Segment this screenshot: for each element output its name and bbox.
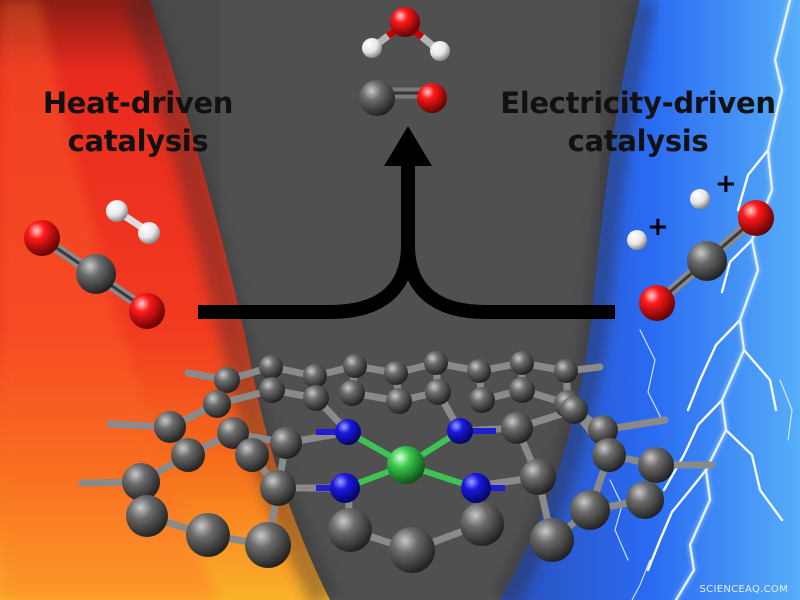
heat-label-line2: catalysis xyxy=(67,124,209,158)
proton-upper: + xyxy=(690,169,737,209)
co2-molecule-right xyxy=(639,200,774,321)
electricity-label-line2: catalysis xyxy=(567,124,709,158)
water-molecule xyxy=(362,7,450,61)
proton-lower: + xyxy=(627,212,669,250)
electricity-driven-catalysis-label: Electricity-driven catalysis xyxy=(500,84,776,160)
heat-label-line1: Heat-driven xyxy=(42,86,234,120)
electricity-label-line1: Electricity-driven xyxy=(500,86,776,120)
metal-center-atom xyxy=(387,446,425,484)
watermark: SCIENCEAQ.COM xyxy=(699,584,788,595)
charge-plus-lower: + xyxy=(647,212,669,242)
catalyst-molecule xyxy=(78,351,716,573)
merging-arrow xyxy=(198,126,615,319)
heat-driven-catalysis-label: Heat-driven catalysis xyxy=(38,84,238,160)
lightning-bolts xyxy=(609,0,793,600)
nitrogen-atoms xyxy=(330,418,491,503)
hydrogen-molecule xyxy=(106,200,160,244)
charge-plus-upper: + xyxy=(715,169,737,199)
carbon-monoxide-molecule xyxy=(359,80,447,116)
carbon-atoms xyxy=(122,351,674,573)
co2-molecule-left xyxy=(24,220,165,329)
